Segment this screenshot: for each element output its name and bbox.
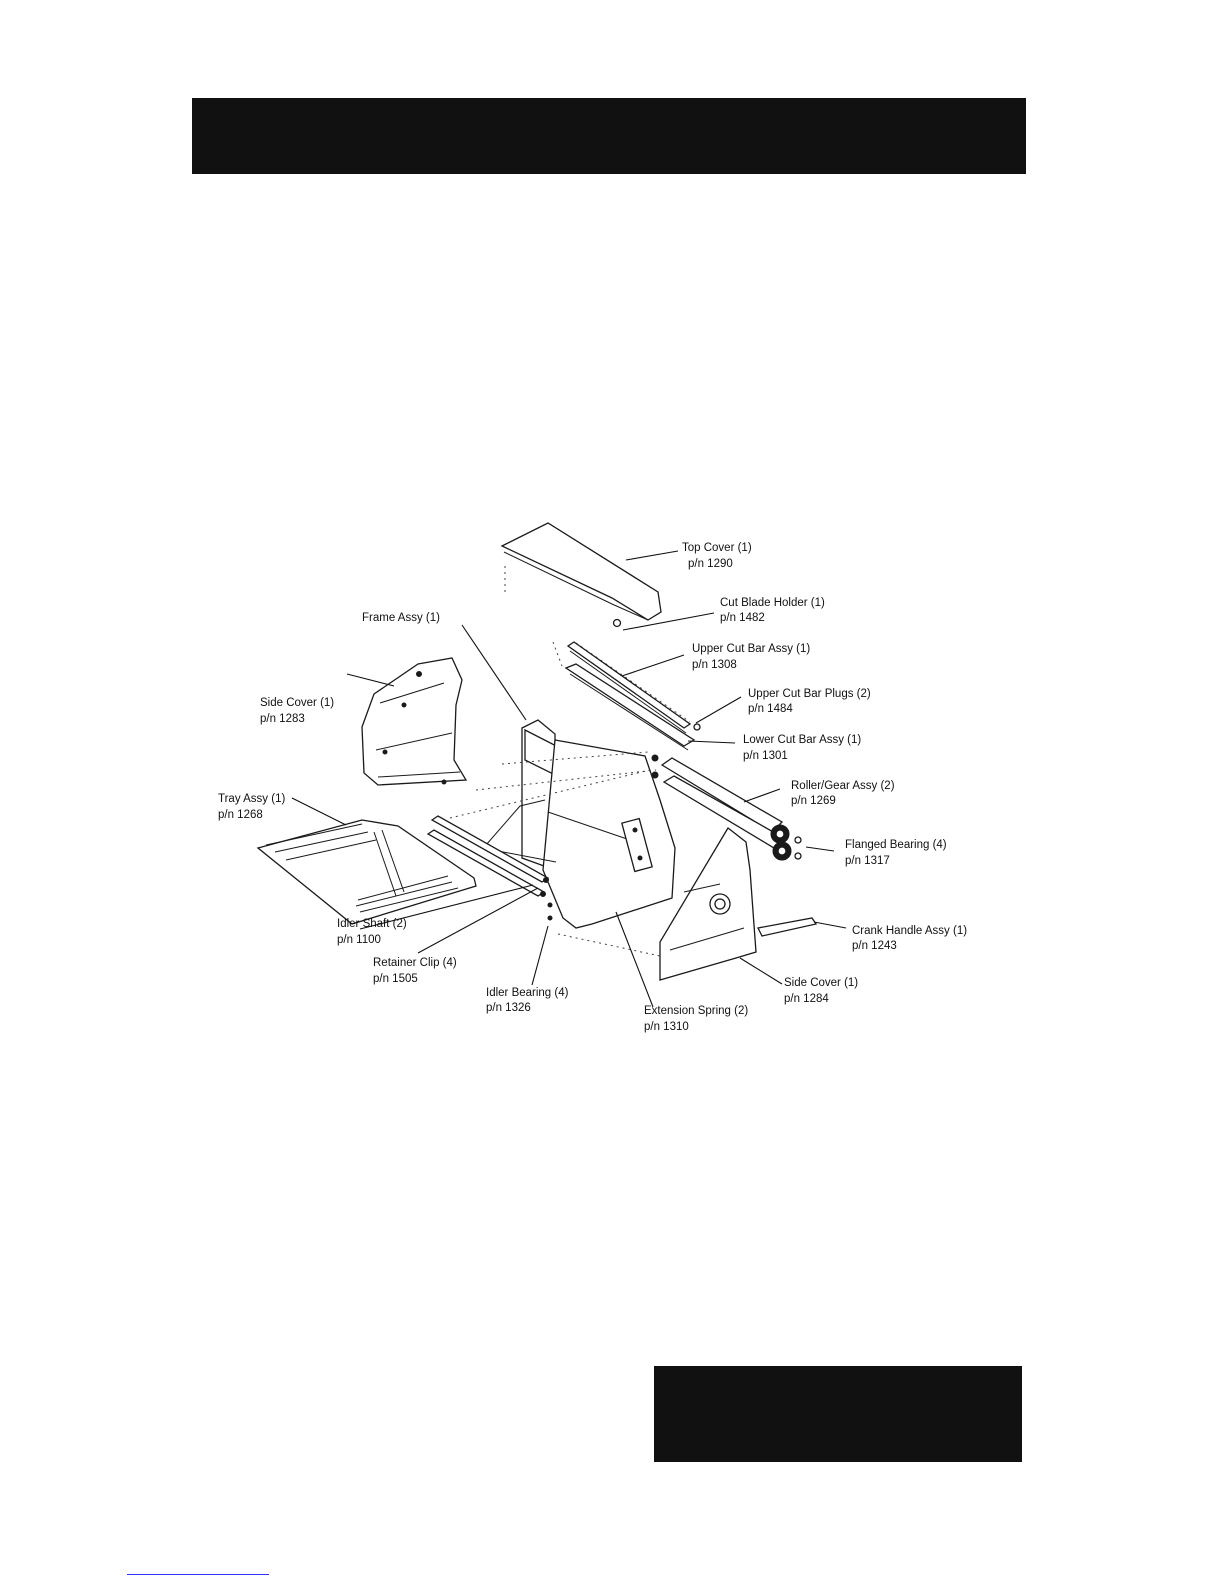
callout-idler-shaft-name: Idler Shaft (2) <box>337 918 407 930</box>
callout-lower-cut-bar-assy-name: Lower Cut Bar Assy (1) <box>743 734 861 746</box>
callout-crank-handle-assy-pn: p/n 1243 <box>852 940 897 952</box>
callout-upper-cut-bar-assy-pn: p/n 1308 <box>692 659 737 671</box>
side-cover-left-part <box>361 657 468 786</box>
callout-flanged-bearing-name: Flanged Bearing (4) <box>845 839 947 851</box>
callout-frame-assy-name: Frame Assy (1) <box>362 612 440 624</box>
top-cover-part <box>500 522 662 621</box>
callout-upper-cut-bar-assy-name: Upper Cut Bar Assy (1) <box>692 643 810 655</box>
callout-idler-shaft-pn: p/n 1100 <box>337 934 381 946</box>
callout-labels: Top Cover (1) p/n 1290 Cut Blade Holder … <box>218 542 967 1033</box>
callout-tray-assy-pn: p/n 1268 <box>218 809 263 821</box>
idler-shaft-part <box>426 769 661 957</box>
callout-extension-spring-pn: p/n 1310 <box>644 1021 689 1033</box>
callout-cut-blade-holder-pn: p/n 1482 <box>720 612 765 624</box>
callout-crank-handle-assy-name: Crank Handle Assy (1) <box>852 925 967 937</box>
side-cover-right-part <box>659 827 818 981</box>
callout-side-cover-left-name: Side Cover (1) <box>260 697 334 709</box>
frame-assy-part <box>475 719 676 929</box>
callout-side-cover-left-pn: p/n 1283 <box>260 713 305 725</box>
callout-tray-assy-name: Tray Assy (1) <box>218 793 285 805</box>
footer-link-underline <box>127 1574 269 1575</box>
callout-top-cover-pn: p/n 1290 <box>688 558 733 570</box>
header-bar <box>192 98 1026 174</box>
callout-side-cover-right-name: Side Cover (1) <box>784 977 858 989</box>
roller-gear-part <box>660 757 802 861</box>
cut-bar-parts <box>552 618 701 751</box>
footer-bar <box>654 1366 1022 1462</box>
callout-roller-gear-assy-pn: p/n 1269 <box>791 795 836 807</box>
callout-idler-bearing-name: Idler Bearing (4) <box>486 987 569 999</box>
callout-lower-cut-bar-assy-pn: p/n 1301 <box>743 750 788 762</box>
callout-cut-blade-holder-name: Cut Blade Holder (1) <box>720 597 825 609</box>
callout-idler-bearing-pn: p/n 1326 <box>486 1002 531 1014</box>
callout-upper-cut-bar-plugs-pn: p/n 1484 <box>748 703 793 715</box>
callout-flanged-bearing-pn: p/n 1317 <box>845 855 890 867</box>
callout-extension-spring-name: Extension Spring (2) <box>644 1005 748 1017</box>
callout-upper-cut-bar-plugs-name: Upper Cut Bar Plugs (2) <box>748 688 871 700</box>
callout-retainer-clip-name: Retainer Clip (4) <box>373 957 457 969</box>
callout-top-cover-name: Top Cover (1) <box>682 542 752 554</box>
leader-lines <box>291 550 847 1008</box>
tray-assy-part <box>256 819 477 925</box>
callout-side-cover-right-pn: p/n 1284 <box>784 993 829 1005</box>
callout-roller-gear-assy-name: Roller/Gear Assy (2) <box>791 780 895 792</box>
callout-retainer-clip-pn: p/n 1505 <box>373 973 418 985</box>
